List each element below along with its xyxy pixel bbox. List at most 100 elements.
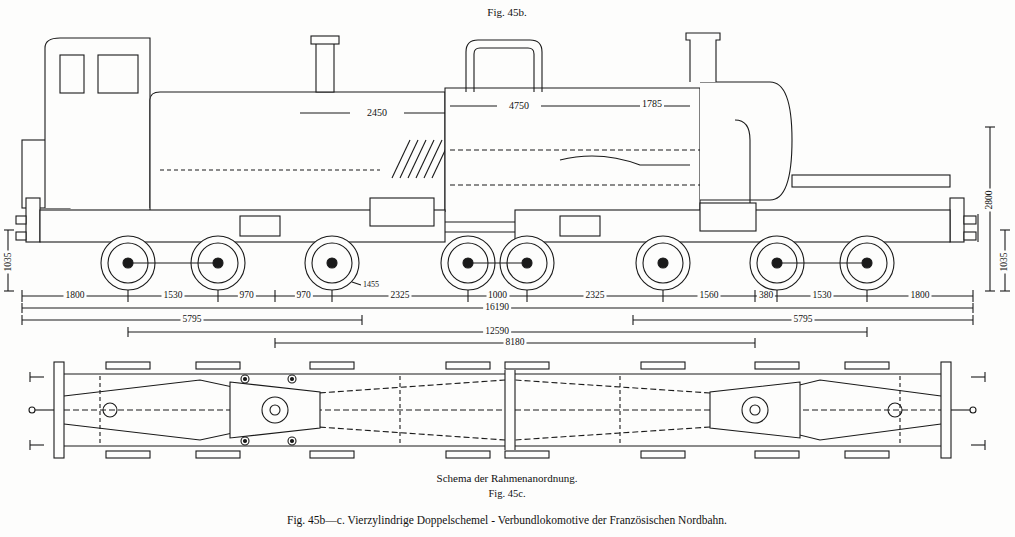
dimension-label: 2800 (985, 189, 995, 212)
cylinder (370, 198, 434, 226)
cab-window (98, 55, 138, 93)
buffer (16, 216, 26, 224)
cross-member (619, 376, 620, 444)
dimension-tick (776, 290, 777, 302)
dimension-label: 16190 (483, 303, 511, 313)
steam-pipe (474, 48, 534, 92)
dimension-line (404, 112, 445, 113)
smokebox (700, 82, 792, 200)
frame-end (504, 370, 505, 450)
dimension-tick (972, 303, 973, 313)
driver-cab (45, 38, 150, 208)
cross-member (399, 376, 400, 444)
dimension-line (541, 105, 690, 106)
firebox-unit (150, 92, 445, 212)
dimension-label: 1560 (698, 291, 721, 301)
dimension-tick (754, 338, 755, 348)
wheel (305, 236, 359, 290)
diagonal-brace (275, 380, 755, 440)
drawhook (951, 409, 971, 410)
dimension-tick (217, 290, 218, 302)
front-deck (792, 175, 950, 187)
spring-bolt-core (244, 440, 247, 443)
dimension-tick (127, 290, 128, 302)
dimension-tick (866, 290, 867, 302)
wheel-plan (106, 451, 150, 458)
dimension-tick (526, 290, 527, 302)
spring-bolt-core (291, 378, 294, 381)
dimension-tick (985, 126, 995, 127)
dimension-tick (972, 290, 973, 302)
buffer-head (977, 214, 978, 242)
chimney (686, 33, 720, 82)
dimension-label: 1035 (4, 251, 14, 274)
coupling-rod (777, 262, 867, 263)
cylinder (700, 203, 756, 231)
buffer-plan (103, 403, 117, 417)
wheel-plan (196, 362, 240, 369)
wheel-plan (310, 362, 354, 369)
wheel-plan (446, 362, 490, 369)
wheel-plan (505, 362, 549, 369)
wheel (636, 236, 690, 290)
pivot-plate (230, 382, 320, 438)
frame-member (515, 373, 941, 374)
dimension-label: 1530 (162, 291, 185, 301)
wheel-plan (845, 362, 889, 369)
dimension-label: 1530 (811, 291, 834, 301)
dimension-label: 5795 (181, 315, 204, 325)
grate-tube (400, 140, 418, 178)
rail-mark (971, 444, 985, 445)
dimension-label: 2325 (389, 291, 412, 301)
dimension-label: 12590 (483, 327, 511, 337)
spring-bolt-core (291, 440, 294, 443)
dimension-label: 5795 (792, 315, 815, 325)
rail-mark (30, 376, 44, 377)
dimension-tick (4, 229, 14, 230)
frame-opening (560, 216, 600, 236)
buffer-plan (888, 403, 902, 417)
cab-window (60, 55, 84, 93)
grate-tube (416, 140, 434, 178)
dimension-tick (21, 315, 22, 325)
buffer (16, 232, 26, 240)
rail-mark (30, 444, 44, 445)
wheel-diameter: 1455 (361, 281, 381, 289)
end-beam (941, 362, 951, 458)
dimension-tick (361, 315, 362, 325)
dimension-tick (754, 290, 755, 302)
frame-member (64, 373, 505, 374)
figure-number: Fig. 45c. (486, 489, 527, 500)
leader-line (352, 282, 361, 285)
wheel-plan (505, 451, 549, 458)
dimension-label: 4750 (507, 101, 531, 111)
pivot-pin (750, 405, 760, 415)
dimension-tick (985, 290, 995, 291)
steam-pipe (560, 156, 690, 165)
wheel-hub (658, 258, 668, 268)
dimension-label: 1800 (64, 291, 87, 301)
wheel-rim (312, 243, 352, 283)
dimension-tick (972, 315, 973, 325)
spring-bolt (288, 437, 296, 445)
figure-title: Fig. 45b. (485, 7, 528, 18)
dimension-label: 2325 (584, 291, 607, 301)
dimension-line (300, 112, 350, 113)
dimension-tick (331, 290, 332, 302)
dimension-label: 1035 (1000, 251, 1010, 274)
wheel-plan (310, 451, 354, 458)
wheel-plan (641, 451, 685, 458)
pivot (742, 397, 768, 423)
dimension-tick (274, 290, 275, 302)
wheel-plan (641, 362, 685, 369)
cross-member (899, 376, 900, 444)
wheel-plan (755, 451, 799, 458)
frame-member (515, 445, 941, 446)
grate-tube (424, 140, 442, 178)
buffer (964, 216, 976, 224)
dimension-label: 1000 (486, 291, 509, 301)
wheel-plan (446, 451, 490, 458)
drawhook (34, 409, 54, 410)
